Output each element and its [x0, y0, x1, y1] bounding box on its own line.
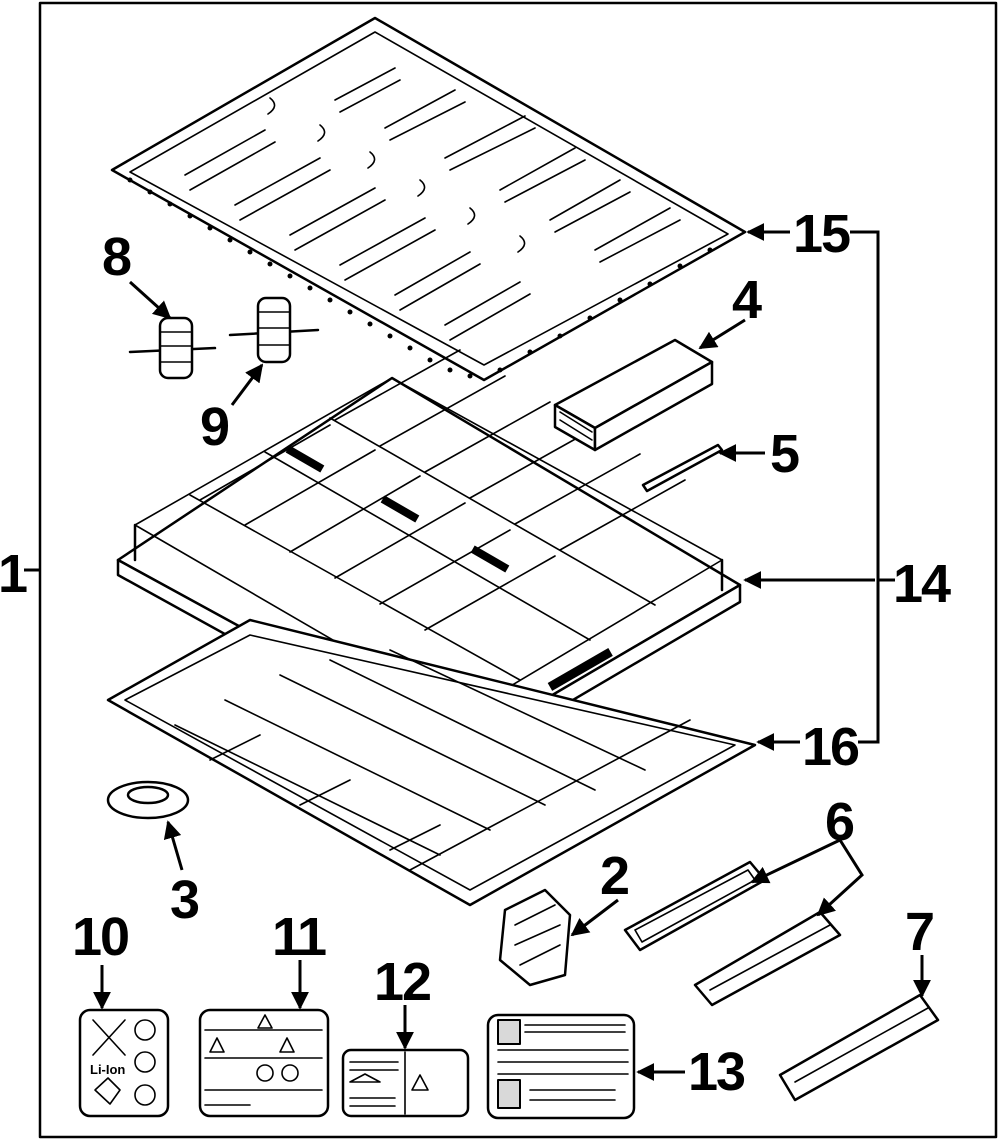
- connector-9-part[interactable]: [228, 296, 320, 364]
- callout-8: 8: [102, 227, 131, 287]
- rail-part[interactable]: [778, 993, 940, 1102]
- callout-numbers: 1 2 3 4 5 6 7 8 9 10 11 12 13 14 15 16: [0, 204, 953, 1102]
- gasket-part[interactable]: [623, 860, 767, 952]
- callout-16: 16: [802, 717, 859, 777]
- callout-5: 5: [770, 424, 799, 484]
- top-cover-part[interactable]: [110, 16, 747, 382]
- callout-12: 12: [374, 952, 430, 1012]
- label-13-part[interactable]: [486, 1013, 636, 1120]
- callout-1: 1: [0, 544, 27, 604]
- bottom-pan-part[interactable]: [106, 618, 757, 907]
- label-10-part[interactable]: Li-Ion: [78, 1008, 170, 1118]
- callout-15: 15: [793, 204, 850, 264]
- connector-8-part[interactable]: [128, 316, 217, 380]
- recycle-label-text: Li-Ion: [90, 1062, 125, 1077]
- bracket-part[interactable]: [498, 888, 572, 987]
- control-module-part[interactable]: [553, 338, 714, 452]
- callout-2: 2: [600, 846, 628, 906]
- callout-13: 13: [688, 1042, 745, 1102]
- grommet-part[interactable]: [106, 780, 190, 820]
- seal-strip-part[interactable]: [641, 443, 724, 493]
- callout-7: 7: [905, 902, 933, 962]
- callout-10: 10: [72, 907, 128, 967]
- leader-lines: [24, 223, 931, 1081]
- harness-connector-part[interactable]: [693, 910, 842, 1007]
- callout-14: 14: [893, 554, 951, 614]
- label-12-part[interactable]: [341, 1048, 470, 1118]
- label-11-part[interactable]: [198, 1008, 330, 1118]
- callout-11: 11: [272, 907, 326, 967]
- callout-9: 9: [200, 397, 229, 457]
- callout-3: 3: [170, 870, 199, 930]
- callout-4: 4: [732, 270, 762, 330]
- callout-6: 6: [825, 792, 854, 852]
